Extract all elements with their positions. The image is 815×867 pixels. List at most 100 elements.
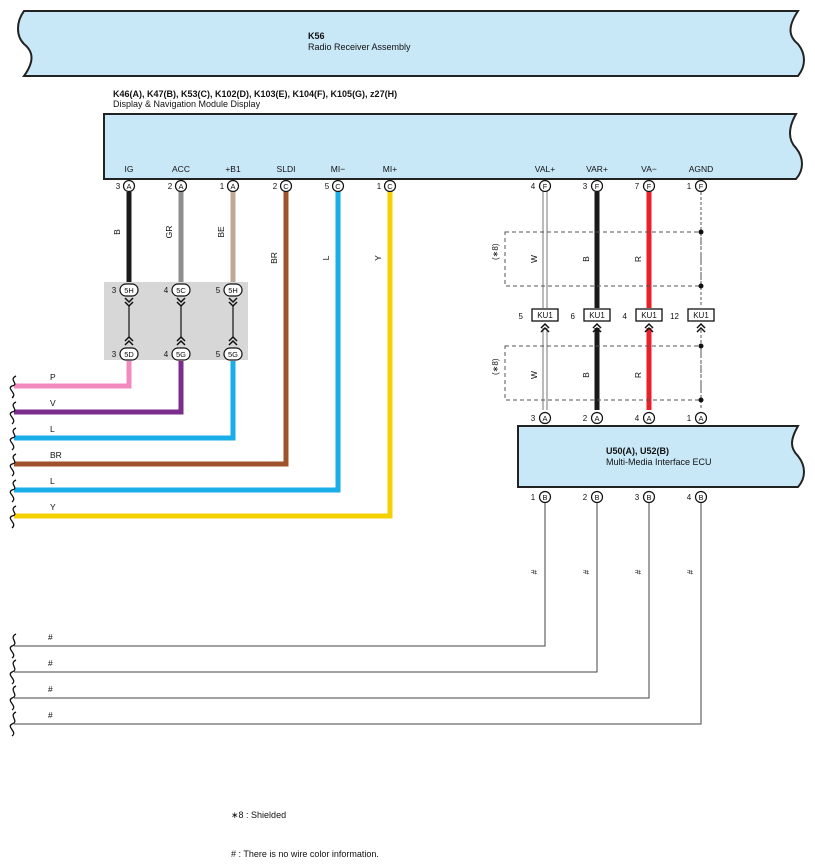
- junction-pin-number: 3: [112, 350, 117, 359]
- left-wire: [14, 361, 132, 389]
- ecu-pin-number: 3: [531, 414, 536, 423]
- ecu-bottom-wire: [14, 503, 546, 647]
- connector-circle: [590, 411, 604, 425]
- display-module-code: K46(A), K47(B), K53(C), K102(D), K103(E)…: [113, 89, 397, 99]
- connector-letter: F: [595, 182, 600, 191]
- display-pin-label: VAL+: [535, 164, 555, 174]
- ecu-pin-number: 1: [531, 493, 536, 502]
- connector-letter: F: [543, 182, 548, 191]
- wire-color-code: R: [633, 372, 643, 378]
- wire-break-mark: [9, 427, 17, 451]
- connector-circle: [694, 179, 708, 193]
- ku-connector-label: KU1: [589, 311, 605, 320]
- display-module: K46(A), K47(B), K53(C), K102(D), K103(E)…: [103, 89, 803, 180]
- wire-color-code: B: [581, 372, 591, 378]
- display-pin-label: VAR+: [586, 164, 608, 174]
- connector-letter: F: [647, 182, 652, 191]
- ku-connector-label: KU1: [537, 311, 553, 320]
- radio-receiver-module: K56 Radio Receiver Assembly: [17, 10, 805, 77]
- display-module-name: Display & Navigation Module Display: [113, 99, 261, 109]
- ecu-bottom-wire: [14, 503, 702, 725]
- connector-letter: A: [542, 414, 547, 423]
- wire-color-code: BR: [269, 252, 279, 264]
- connector-letter: C: [283, 182, 289, 191]
- ku-connector-box: [687, 308, 715, 322]
- note-shielded: ∗8 : Shielded: [231, 810, 286, 820]
- connector-arrow: [540, 322, 550, 333]
- video-signal-wires: VAL+4FWW5KU13AULO+VAR+3FBB6KU12AURO+VA−7…: [519, 164, 715, 439]
- connector-arrow: [696, 322, 706, 333]
- shield-junction-dot: [698, 343, 704, 349]
- ecu-code: U50(A), U52(B): [606, 446, 669, 456]
- wire-color-code: GR: [164, 226, 174, 239]
- connector-letter: F: [699, 182, 704, 191]
- junction-connector-code: 5G: [176, 350, 186, 359]
- ku-connector-box: [583, 308, 611, 322]
- wire-color-code: R: [633, 256, 643, 262]
- wire-break-mark: [9, 479, 17, 503]
- connector-circle: [590, 490, 604, 504]
- connector-circle: [538, 179, 552, 193]
- connector-arrow: [644, 322, 654, 333]
- wire-break-mark: [9, 633, 17, 659]
- wire-color-code: B: [581, 256, 591, 262]
- wire-break-mark: [9, 375, 17, 399]
- display-pin-number: 1: [377, 182, 382, 191]
- junction-connector-code: 5H: [228, 286, 238, 295]
- connector-letter: A: [646, 414, 651, 423]
- junction-pin-number: 3: [112, 286, 117, 295]
- left-wire: [14, 361, 236, 441]
- junction-connector-oval: [223, 347, 243, 361]
- junction-pin-number: 5: [216, 286, 221, 295]
- display-pin-label: MI+: [383, 164, 397, 174]
- legend-notes: ∗8 : Shielded # : There is no wire color…: [231, 810, 379, 859]
- ecu-pin-number: 2: [583, 493, 588, 502]
- wire-break-mark: [9, 401, 17, 425]
- display-pin-number: 3: [116, 182, 121, 191]
- shield-label-upper: (∗8): [491, 243, 500, 260]
- connector-letter: B: [542, 493, 547, 502]
- connector-circle: [538, 411, 552, 425]
- display-wire: [14, 192, 393, 519]
- connector-letter: A: [594, 414, 599, 423]
- display-pin-label: ACC: [172, 164, 190, 174]
- bottom-wire-color-code: #: [48, 658, 53, 668]
- junction-connector-oval: [171, 347, 191, 361]
- connector-circle: [642, 411, 656, 425]
- display-pin-label: VA−: [641, 164, 657, 174]
- ku-connector-label: KU1: [641, 311, 657, 320]
- left-wire-color-code: P: [50, 372, 56, 382]
- display-pin-number: 1: [220, 182, 225, 191]
- connector-letter: B: [698, 493, 703, 502]
- display-module-box: [103, 113, 803, 180]
- ku-connector-box: [531, 308, 559, 322]
- ecu-name: Multi-Media Interface ECU: [606, 457, 712, 467]
- connector-arrow: [124, 335, 134, 346]
- wire-color-code: #: [529, 569, 539, 574]
- ku-pin-number: 5: [519, 312, 524, 321]
- wire-color-code: Y: [373, 255, 383, 261]
- connector-circle: [694, 490, 708, 504]
- junction-connector-code: 5H: [124, 286, 134, 295]
- shield-junction-dot: [698, 283, 704, 289]
- junction-connector-oval: [119, 347, 139, 361]
- ku-connector-box: [635, 308, 663, 322]
- ku-connector-label: KU1: [693, 311, 709, 320]
- wire-color-code: W: [529, 371, 539, 379]
- display-wire: [14, 192, 289, 467]
- wire-color-code: W: [529, 255, 539, 263]
- wire-color-code: L: [321, 255, 331, 260]
- wire-break-mark: [9, 685, 17, 711]
- display-pin-label: +B1: [225, 164, 241, 174]
- connector-letter: B: [594, 493, 599, 502]
- radio-receiver-code: K56: [308, 31, 325, 41]
- display-wire: [14, 192, 341, 493]
- connector-circle: [279, 179, 293, 193]
- display-pin-number: 1: [687, 182, 692, 191]
- ku-pin-number: 6: [571, 312, 576, 321]
- display-pin-number: 5: [325, 182, 330, 191]
